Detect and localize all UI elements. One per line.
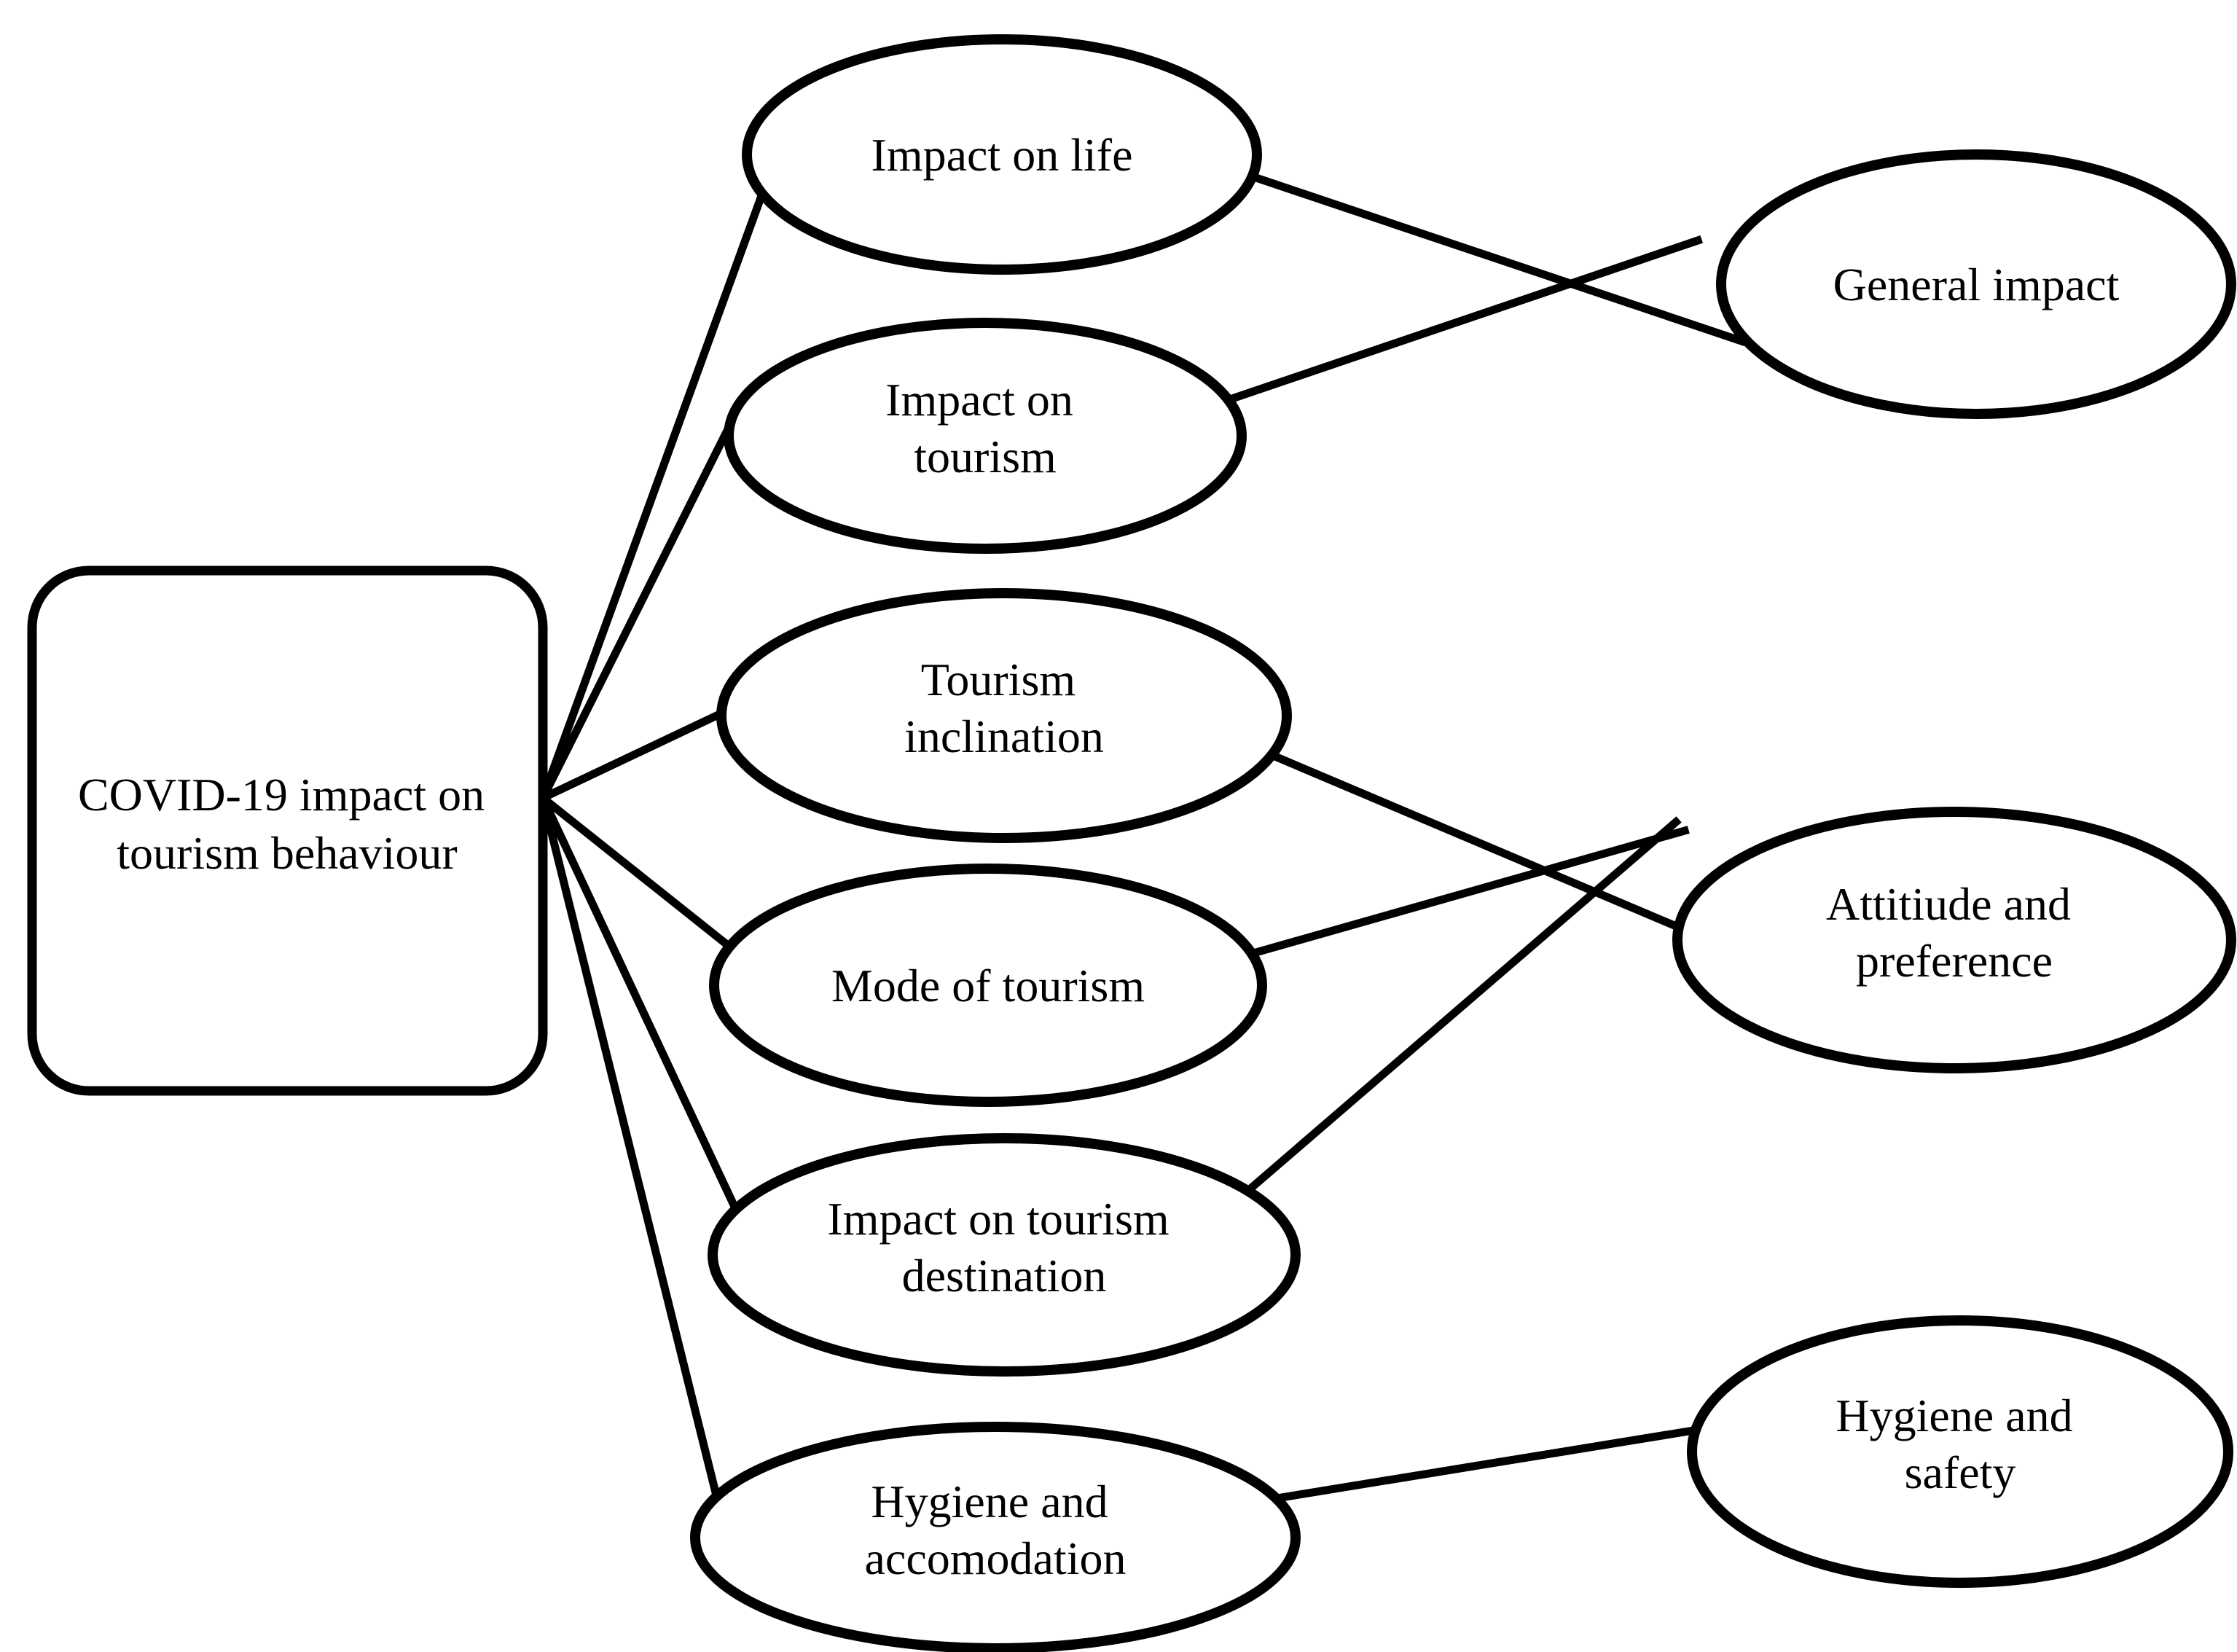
edge-impact-on-tourism-destination-attitiude-and-preference: [1239, 816, 1682, 1199]
hygiene-and-safety-label: Hygiene and safety: [1836, 1390, 2084, 1498]
edge-root-impact-on-tourism: [537, 391, 750, 804]
node-root: COVID-19 impact on tourism behaviour: [27, 565, 548, 1096]
general-impact-label: General impact: [1833, 259, 2120, 310]
node-impact-on-tourism-destination: Impact on tourism destination: [708, 1133, 1301, 1377]
edge-root-hygiene-and-accomodation: [538, 793, 723, 1506]
attitiude-and-preference-ellipse: [1672, 807, 2236, 1073]
tourism-inclination-label: Tourism inclination: [904, 654, 1104, 762]
impact-on-life-ellipse: [742, 34, 1262, 275]
mode-of-tourism-label: Mode of tourism: [831, 960, 1145, 1011]
impact-on-life-label: Impact on life: [871, 129, 1133, 181]
attitiude-and-preference-label: Attitiude and preference: [1826, 878, 2083, 987]
impact-on-tourism-label: Impact on tourism: [885, 374, 1085, 482]
impact-on-tourism-ellipse: [724, 318, 1247, 554]
edge-root-impact-on-tourism-destination: [537, 792, 742, 1215]
node-impact-on-life: Impact on life: [742, 34, 1262, 275]
root-rectangle: [27, 565, 548, 1096]
edge-group: [537, 171, 1747, 1506]
node-impact-on-tourism: Impact on tourism: [724, 318, 1247, 554]
hygiene-and-accomodation-label: Hygiene and accomodation: [865, 1476, 1127, 1584]
edge-impact-on-life-general-impact: [1247, 171, 1747, 346]
hygiene-and-safety-ellipse: [1687, 1315, 2233, 1588]
tourism-inclination-ellipse: [716, 588, 1292, 843]
mode-of-tourism-ellipse: [709, 864, 1267, 1107]
edge-impact-on-tourism-general-impact: [1225, 235, 1703, 404]
impact-on-tourism-destination-ellipse: [708, 1133, 1301, 1377]
edge-mode-of-tourism-attitiude-and-preference: [1248, 826, 1690, 958]
edge-root-tourism-inclination: [537, 707, 729, 804]
edge-hygiene-and-accomodation-hygiene-and-safety: [1263, 1425, 1703, 1505]
hygiene-and-accomodation-ellipse: [690, 1422, 1301, 1652]
node-attitiude-and-preference: Attitiude and preference: [1672, 807, 2236, 1073]
node-tourism-inclination: Tourism inclination: [716, 588, 1292, 843]
node-hygiene-and-accomodation: Hygiene and accomodation: [690, 1422, 1301, 1652]
edge-tourism-inclination-attitiude-and-preference: [1266, 749, 1691, 936]
edge-root-mode-of-tourism: [537, 792, 734, 952]
root-label: COVID-19 impact on tourism behaviour: [78, 769, 496, 879]
node-hygiene-and-safety: Hygiene and safety: [1687, 1315, 2233, 1588]
impact-on-tourism-destination-label: Impact on tourism destination: [827, 1193, 1180, 1301]
general-impact-ellipse: [1716, 149, 2236, 419]
edge-root-impact-on-life: [537, 188, 768, 804]
node-mode-of-tourism: Mode of tourism: [709, 864, 1267, 1107]
node-general-impact: General impact: [1716, 149, 2236, 419]
